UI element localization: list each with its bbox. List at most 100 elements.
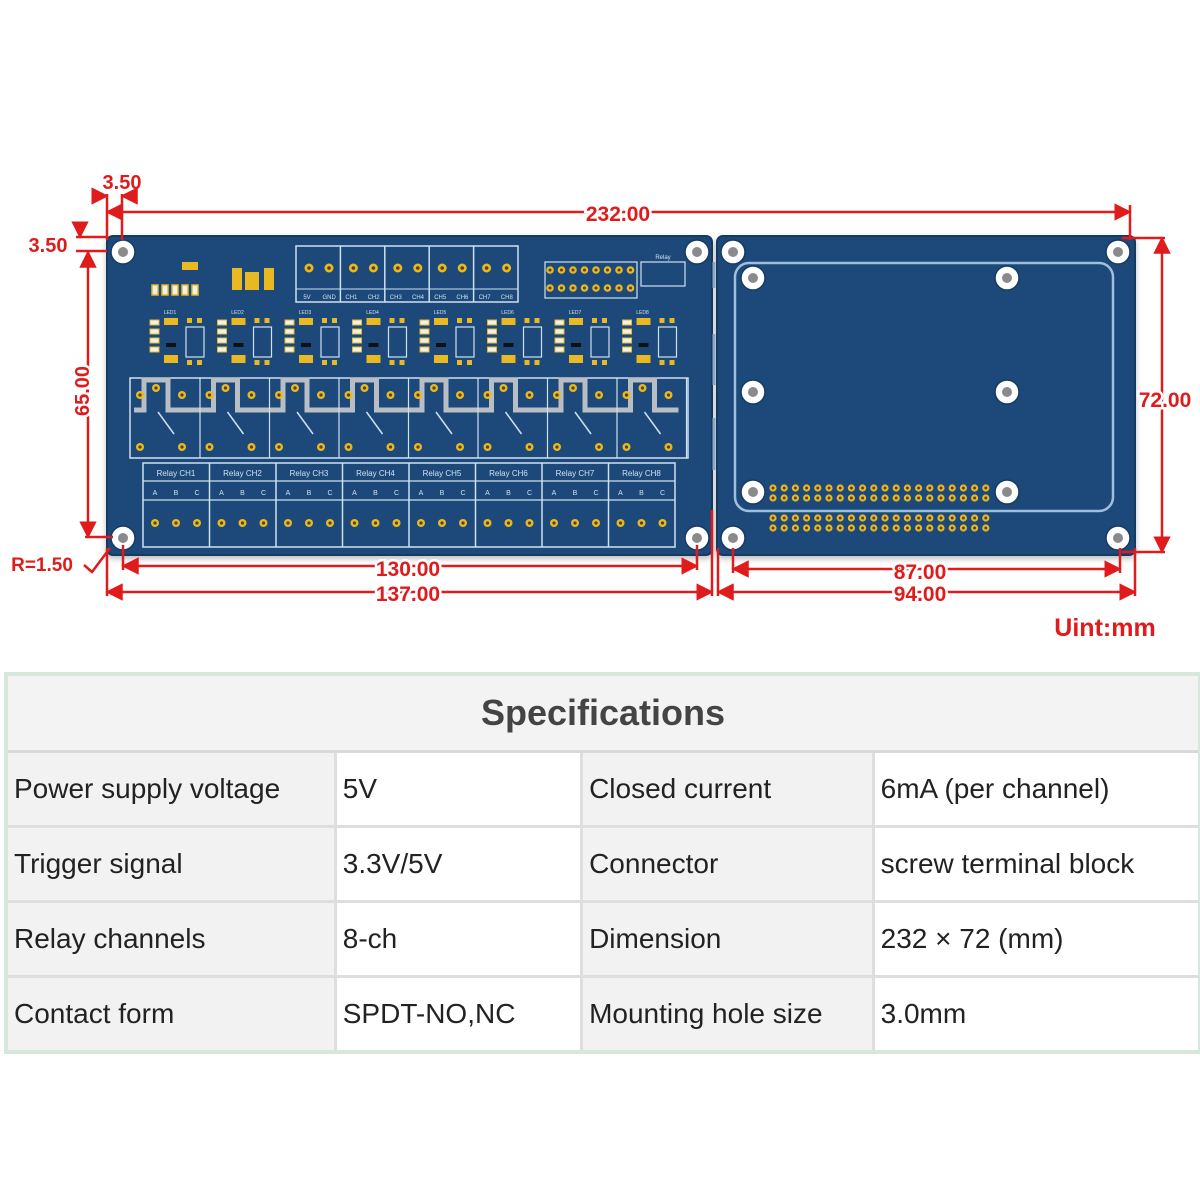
pad (524, 318, 530, 323)
solder-pad (937, 524, 945, 532)
specifications-title: Specifications (8, 676, 1198, 753)
solder-pad-hole (628, 268, 633, 272)
spec-value: 232 × 72 (mm) (873, 901, 1198, 978)
pad (457, 318, 462, 323)
mounting-hole (684, 239, 710, 265)
transistor (436, 343, 446, 347)
solder-pad-hole (207, 445, 212, 449)
pad (187, 360, 192, 365)
solder-pad (881, 524, 889, 532)
solder-pad (152, 384, 160, 392)
solder-pad (982, 484, 990, 492)
smd-resistor (554, 346, 565, 353)
smd-resistor (554, 319, 565, 326)
solder-pad (595, 443, 603, 451)
smd-led (164, 318, 178, 325)
solder-pad (859, 494, 867, 502)
led-label: LED4 (366, 310, 379, 316)
smd-resistor (622, 337, 632, 344)
solder-pad-hole (838, 526, 842, 530)
solder-pad-hole (180, 445, 184, 449)
solder-pad (603, 284, 612, 292)
smd-resistor (554, 328, 565, 335)
solder-pad (836, 494, 844, 502)
smd-resistor (181, 284, 189, 296)
smd-resistor (419, 337, 430, 344)
solder-pad (903, 484, 912, 492)
contact-label: B (174, 490, 179, 497)
spec-label: Connector (581, 826, 875, 903)
optocoupler (590, 326, 610, 358)
solder-pad (791, 494, 800, 502)
relay-switch-symbol (574, 411, 592, 435)
solder-pad (658, 519, 667, 527)
solder-pad-hole (639, 521, 644, 525)
solder-pad-hole (594, 521, 598, 525)
solder-pad-hole (928, 516, 932, 520)
solder-pad-hole (277, 393, 281, 397)
solder-pad-hole (458, 445, 462, 449)
solder-pad (847, 484, 856, 492)
solder-pad-hole (793, 516, 797, 520)
solder-pad (459, 519, 467, 527)
solder-pad-hole (861, 526, 865, 530)
solder-pad-hole (917, 496, 921, 500)
spec-value: 3.0mm (873, 976, 1198, 1050)
solder-pad-hole (984, 486, 988, 490)
solder-pad-hole (153, 521, 157, 525)
smd-diode (231, 355, 246, 363)
smd-resistor (487, 346, 497, 353)
solder-pad (926, 514, 934, 522)
relay-switch-symbol (643, 411, 662, 435)
contact-label: A (153, 490, 158, 497)
solder-pad (580, 284, 589, 292)
contact-label: A (552, 490, 557, 497)
solder-pad-hole (939, 526, 943, 530)
solder-pad-hole (816, 526, 820, 530)
optocoupler (522, 326, 543, 358)
solder-pad-hole (461, 521, 465, 525)
solder-pad-hole (905, 486, 909, 490)
pad (592, 360, 597, 365)
terminal-label: CH3 (390, 295, 403, 301)
transistor (638, 343, 649, 347)
solder-pad-hole (950, 516, 954, 520)
solder-pad (814, 514, 822, 522)
smd-resistor (622, 319, 632, 326)
smd-resistor (151, 284, 159, 296)
smd-led (231, 318, 246, 325)
solder-pad (791, 514, 800, 522)
smd-resistor (352, 346, 362, 353)
spec-label: Dimension (581, 901, 875, 978)
optocoupler (320, 326, 340, 358)
solder-pad-hole (440, 266, 445, 270)
solder-pad-hole (240, 521, 245, 525)
pad (332, 318, 337, 323)
smd-resistor (352, 319, 362, 326)
smd-resistor (217, 337, 227, 344)
smd-resistor (284, 328, 295, 335)
terminal-label: CH5 (434, 295, 447, 301)
solder-pad-hole (666, 445, 671, 449)
solder-pad (178, 391, 186, 399)
smd-led (299, 318, 313, 325)
solder-pad (615, 284, 623, 292)
solder-pad (386, 391, 395, 399)
solder-pad (870, 484, 878, 492)
dim-left-hole-span: 130.00 (376, 558, 440, 581)
solder-pad (430, 384, 438, 392)
solder-pad (483, 519, 492, 527)
solder-pad (502, 263, 512, 273)
smd-resistor (487, 337, 497, 344)
terminal-label: CH1 (345, 295, 358, 301)
solder-pad-hole (805, 516, 809, 520)
solder-pad (892, 524, 900, 532)
solder-pad (413, 263, 423, 273)
solder-pad (546, 266, 554, 274)
solder-pad (892, 514, 900, 522)
contact-label: C (194, 490, 199, 497)
solder-pad (291, 384, 299, 392)
pad (322, 360, 327, 365)
